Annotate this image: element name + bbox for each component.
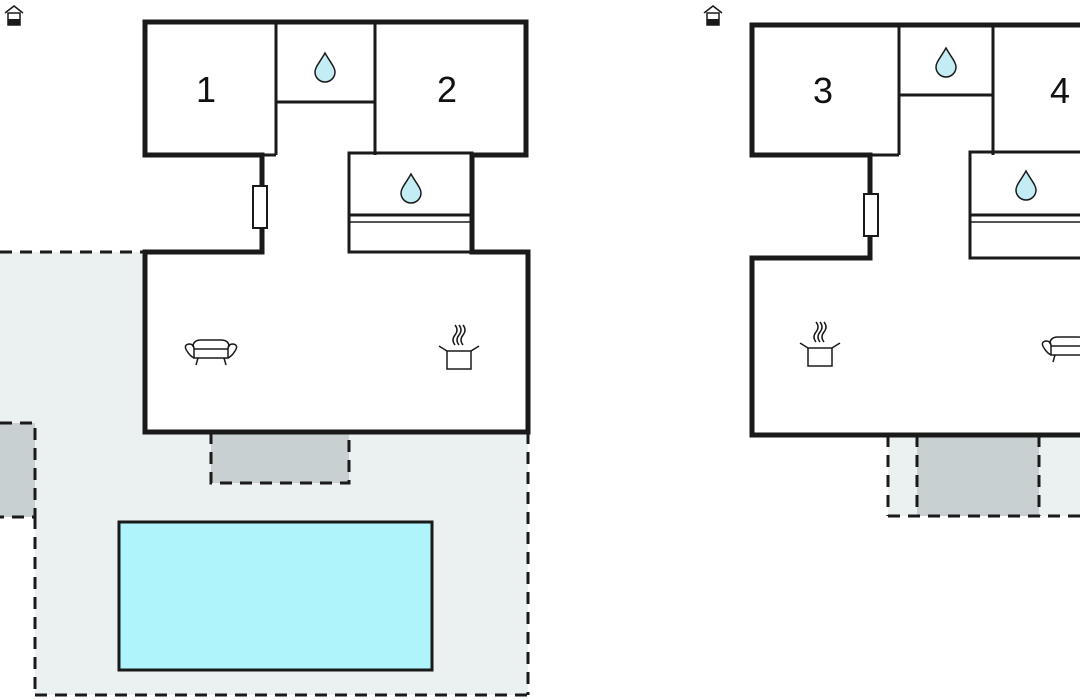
unit-right: 3 4 [703, 5, 1080, 518]
room-label-3: 3 [813, 70, 833, 111]
terrace-outline [0, 250, 530, 697]
room-label-4: 4 [1050, 70, 1070, 111]
covered-terrace [211, 432, 349, 483]
door-icon [252, 185, 268, 229]
terrace-outline [886, 435, 1080, 518]
covered-terrace [917, 435, 1039, 516]
door-icon [863, 193, 879, 237]
house-floor-icon [703, 5, 723, 26]
unit-left: 1 2 [0, 5, 531, 697]
house-floor-icon [4, 5, 24, 26]
room-label-1: 1 [196, 69, 216, 110]
room-label-2: 2 [437, 69, 457, 110]
covered-terrace-edge [0, 423, 35, 517]
swimming-pool [117, 520, 434, 672]
